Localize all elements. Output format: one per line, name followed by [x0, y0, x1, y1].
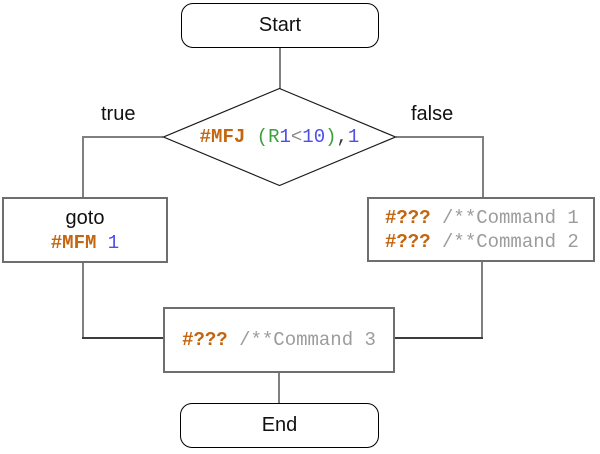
code-token: #??? — [385, 206, 431, 229]
code-token — [245, 126, 256, 148]
commands-node: #??? /**Command 1 #??? /**Command 2 — [367, 197, 595, 262]
code-token: #??? — [385, 230, 431, 253]
connector-false-branch — [396, 136, 484, 199]
command-line-2: #??? /**Command 2 — [385, 230, 579, 254]
code-token: ) — [325, 126, 337, 148]
code-token: 10 — [302, 126, 326, 148]
code-token: #MFJ — [199, 126, 246, 148]
code-token: /**Command 1 — [442, 206, 579, 229]
code-token: 1 — [279, 126, 291, 148]
code-token: , — [336, 126, 348, 148]
goto-code-line: #MFM 1 — [51, 231, 119, 255]
end-label: End — [261, 414, 298, 436]
branch-label-true: true — [101, 103, 136, 125]
goto-title: goto — [65, 207, 105, 229]
branch-label-false: false — [411, 103, 454, 125]
connector-true-branch — [82, 136, 163, 198]
code-token — [431, 231, 442, 253]
code-token — [96, 232, 107, 254]
start-node: Start — [181, 3, 379, 48]
code-token — [228, 329, 239, 351]
command-line-1: #??? /**Command 1 — [385, 206, 579, 230]
end-node: End — [180, 403, 379, 448]
goto-node: goto #MFM 1 — [2, 197, 168, 263]
decision-diamond — [161, 87, 398, 187]
code-token: #MFM — [50, 232, 97, 254]
code-token: 1 — [107, 232, 120, 254]
code-token: #??? — [182, 329, 228, 351]
code-token: /**Command 2 — [442, 230, 579, 253]
command3-node: #??? /**Command 3 — [163, 307, 395, 373]
code-token — [431, 207, 442, 229]
command-line-3: #??? /**Command 3 — [182, 328, 376, 352]
code-token: (R — [256, 126, 280, 148]
start-label: Start — [258, 14, 302, 36]
code-token: 1 — [347, 126, 360, 148]
code-token: < — [290, 126, 303, 148]
code-token: /**Command 3 — [239, 329, 376, 351]
decision-label: #MFJ (R1<10),1 — [163, 125, 396, 149]
